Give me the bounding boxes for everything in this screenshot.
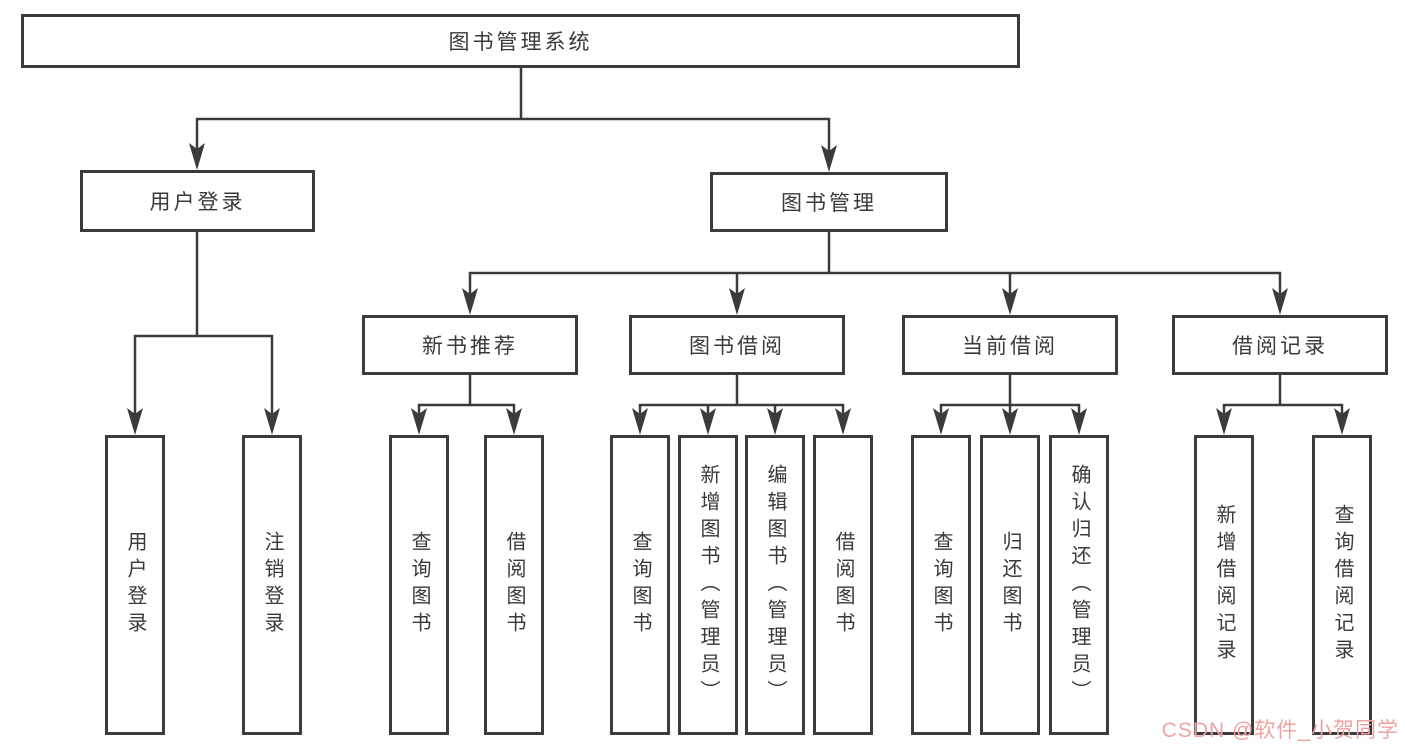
- node-root-system-label: 图书管理系统: [448, 31, 593, 54]
- node-borrow-record-label: 借阅记录: [1232, 335, 1328, 358]
- node-leaf-logout: 注销登录: [242, 435, 302, 735]
- node-new-book-recommend-label: 新书推荐: [422, 335, 518, 358]
- node-leaf-br-add-record-label: 新增借阅记录: [1213, 504, 1235, 666]
- node-leaf-cb-confirm-return-admin: 确认归还（管理员）: [1049, 435, 1109, 735]
- node-book-management: 图书管理: [710, 172, 948, 232]
- csdn-watermark: CSDN @软件_小贺同学: [1161, 719, 1399, 742]
- node-root-system: 图书管理系统: [21, 14, 1020, 68]
- node-book-borrow: 图书借阅: [629, 315, 845, 375]
- node-leaf-bb-add-books-admin: 新增图书（管理员）: [678, 435, 738, 735]
- node-leaf-nbr-query-books-label: 查询图书: [408, 531, 430, 639]
- node-leaf-cb-confirm-return-admin-label: 确认归还（管理员）: [1068, 463, 1090, 707]
- node-new-book-recommend: 新书推荐: [362, 315, 578, 375]
- arrowheads: [127, 143, 1350, 435]
- node-leaf-bb-query-books: 查询图书: [610, 435, 670, 735]
- node-leaf-bb-edit-books-admin-label: 编辑图书（管理员）: [764, 463, 786, 707]
- node-user-login-label: 用户登录: [149, 191, 246, 214]
- node-leaf-bb-edit-books-admin: 编辑图书（管理员）: [745, 435, 805, 735]
- node-leaf-bb-borrow-books: 借阅图书: [813, 435, 873, 735]
- node-book-management-label: 图书管理: [781, 192, 877, 215]
- node-leaf-br-query-record-label: 查询借阅记录: [1331, 504, 1353, 666]
- node-book-borrow-label: 图书借阅: [689, 335, 785, 358]
- node-leaf-cb-query-books-label: 查询图书: [930, 531, 952, 639]
- node-leaf-user-login: 用户登录: [105, 435, 165, 735]
- node-current-borrow: 当前借阅: [902, 315, 1118, 375]
- node-leaf-nbr-borrow-books: 借阅图书: [484, 435, 544, 735]
- node-leaf-bb-query-books-label: 查询图书: [629, 531, 651, 639]
- node-leaf-cb-return-books-label: 归还图书: [999, 531, 1021, 639]
- node-leaf-cb-query-books: 查询图书: [911, 435, 971, 735]
- node-leaf-br-query-record: 查询借阅记录: [1312, 435, 1372, 735]
- node-leaf-cb-return-books: 归还图书: [980, 435, 1040, 735]
- node-leaf-nbr-borrow-books-label: 借阅图书: [503, 531, 525, 639]
- node-borrow-record: 借阅记录: [1172, 315, 1388, 375]
- node-leaf-logout-label: 注销登录: [261, 531, 283, 639]
- node-leaf-user-login-label: 用户登录: [124, 531, 146, 639]
- node-leaf-nbr-query-books: 查询图书: [389, 435, 449, 735]
- node-current-borrow-label: 当前借阅: [962, 335, 1058, 358]
- node-leaf-bb-add-books-admin-label: 新增图书（管理员）: [697, 463, 719, 707]
- node-user-login: 用户登录: [80, 170, 315, 232]
- node-leaf-br-add-record: 新增借阅记录: [1194, 435, 1254, 735]
- node-leaf-bb-borrow-books-label: 借阅图书: [832, 531, 854, 639]
